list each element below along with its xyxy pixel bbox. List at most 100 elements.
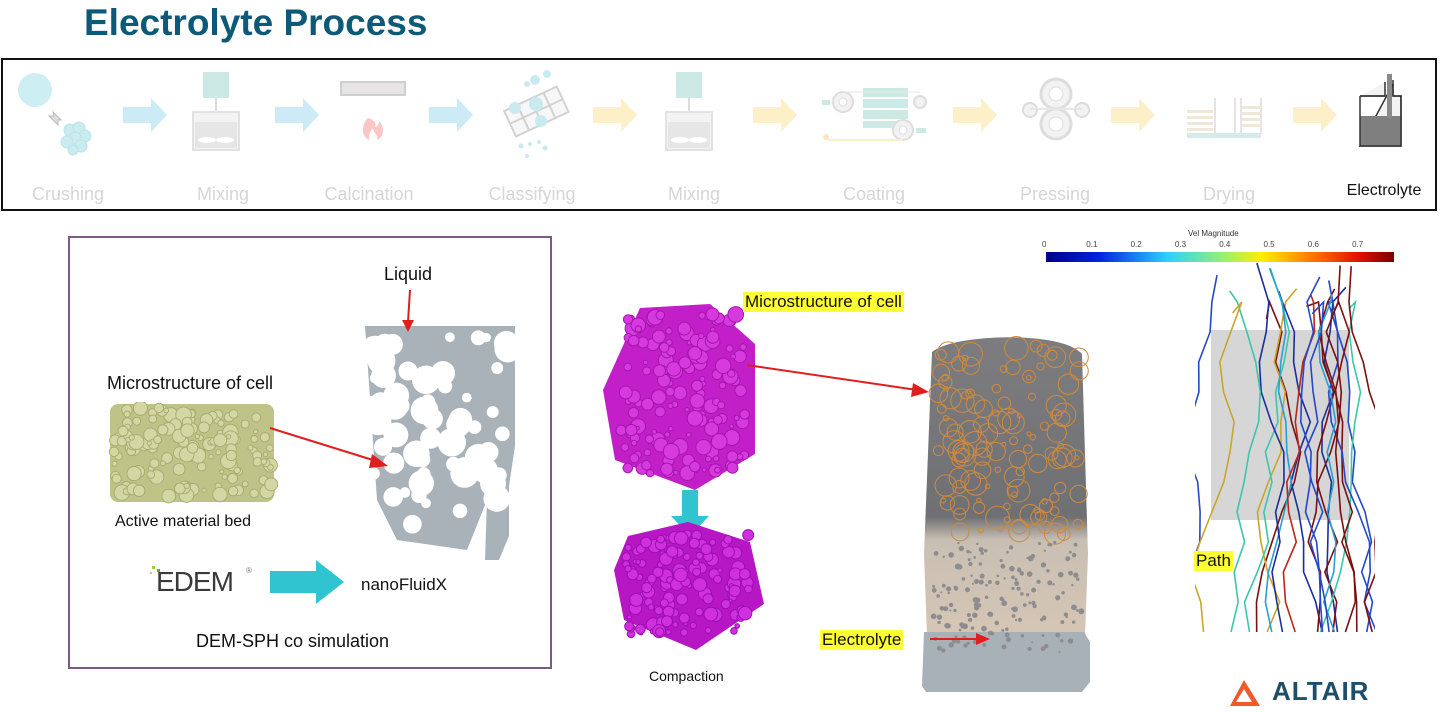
particle <box>943 386 950 392</box>
edem-logo-text: EDEM <box>156 566 234 597</box>
particle <box>1069 347 1089 368</box>
particle <box>713 574 723 584</box>
particle <box>641 582 653 594</box>
particle <box>948 602 954 608</box>
particle <box>734 623 740 629</box>
particle <box>1014 581 1020 586</box>
particle <box>1036 579 1041 584</box>
particle <box>941 373 950 382</box>
particle <box>723 534 733 545</box>
particle <box>673 531 689 546</box>
colorbar-tick-label: 0.1 <box>1086 240 1098 249</box>
particle <box>964 587 970 593</box>
particle <box>445 332 455 343</box>
particle <box>996 574 1000 578</box>
particle <box>635 559 641 565</box>
particle <box>1043 522 1067 545</box>
particle <box>659 598 669 608</box>
particle <box>1027 555 1034 562</box>
particle <box>987 630 993 636</box>
particle <box>1009 565 1015 572</box>
particle <box>1071 620 1076 624</box>
particle <box>973 461 992 480</box>
particle <box>1059 638 1064 643</box>
particle <box>123 410 131 418</box>
particle <box>1027 646 1032 651</box>
particle <box>961 354 969 362</box>
particle <box>1025 593 1030 597</box>
particle <box>157 424 169 436</box>
particle <box>208 453 214 460</box>
particle <box>946 423 964 441</box>
particle <box>687 346 703 361</box>
particle <box>981 625 987 632</box>
particle <box>622 462 634 474</box>
colorbar-tick-label: 0.7 <box>1352 240 1364 249</box>
particle <box>953 608 957 613</box>
particle <box>954 563 961 570</box>
particle <box>1001 600 1008 607</box>
particle <box>936 594 940 598</box>
path-label: Path <box>1194 551 1233 571</box>
particle <box>991 409 999 417</box>
particle <box>1004 336 1029 361</box>
particle <box>704 626 712 634</box>
particle <box>983 548 988 553</box>
particle <box>688 537 700 549</box>
particle <box>1019 503 1042 526</box>
particle <box>264 477 278 492</box>
particle <box>977 527 984 534</box>
particle <box>634 623 646 635</box>
colorbar-tick-label: 0.5 <box>1263 240 1275 249</box>
particle <box>660 462 674 476</box>
particle <box>1005 627 1009 632</box>
particle <box>973 447 992 466</box>
particle <box>665 629 672 636</box>
particle <box>720 599 731 610</box>
particle <box>962 623 968 630</box>
particle <box>712 455 720 462</box>
particle <box>975 440 993 458</box>
particle <box>383 452 405 474</box>
particle <box>1011 614 1016 618</box>
particle <box>126 465 142 482</box>
particle <box>985 583 988 587</box>
particle <box>363 395 382 418</box>
particle <box>1011 518 1028 535</box>
particle <box>259 432 271 443</box>
particle <box>626 614 633 620</box>
particle <box>1055 595 1061 601</box>
velocity-path-line <box>1327 280 1375 631</box>
particle <box>160 460 166 467</box>
particle <box>727 306 745 323</box>
particle <box>695 439 712 456</box>
step-label-drying: Drying <box>1202 184 1255 204</box>
particle <box>1040 646 1046 652</box>
particle <box>698 332 705 340</box>
particle <box>939 606 945 611</box>
particle <box>180 423 195 438</box>
particle <box>634 325 643 333</box>
particle <box>966 641 970 645</box>
particle <box>715 357 732 375</box>
dem-sph-caption: DEM-SPH co simulation <box>196 631 390 651</box>
particle <box>691 379 703 392</box>
particle <box>437 428 466 457</box>
particle <box>153 435 163 445</box>
particle <box>1022 603 1027 607</box>
particle <box>971 582 974 585</box>
particle <box>219 469 225 475</box>
particle <box>941 583 946 588</box>
particle <box>946 586 952 592</box>
particle <box>1061 591 1065 595</box>
particle <box>228 409 239 419</box>
particle <box>250 435 259 443</box>
particle <box>149 458 160 469</box>
particle <box>383 487 403 507</box>
particle <box>948 552 954 558</box>
particle <box>943 606 949 612</box>
particle <box>991 383 1002 394</box>
particle <box>1047 543 1051 547</box>
particle <box>1010 607 1014 610</box>
particle <box>369 373 380 384</box>
